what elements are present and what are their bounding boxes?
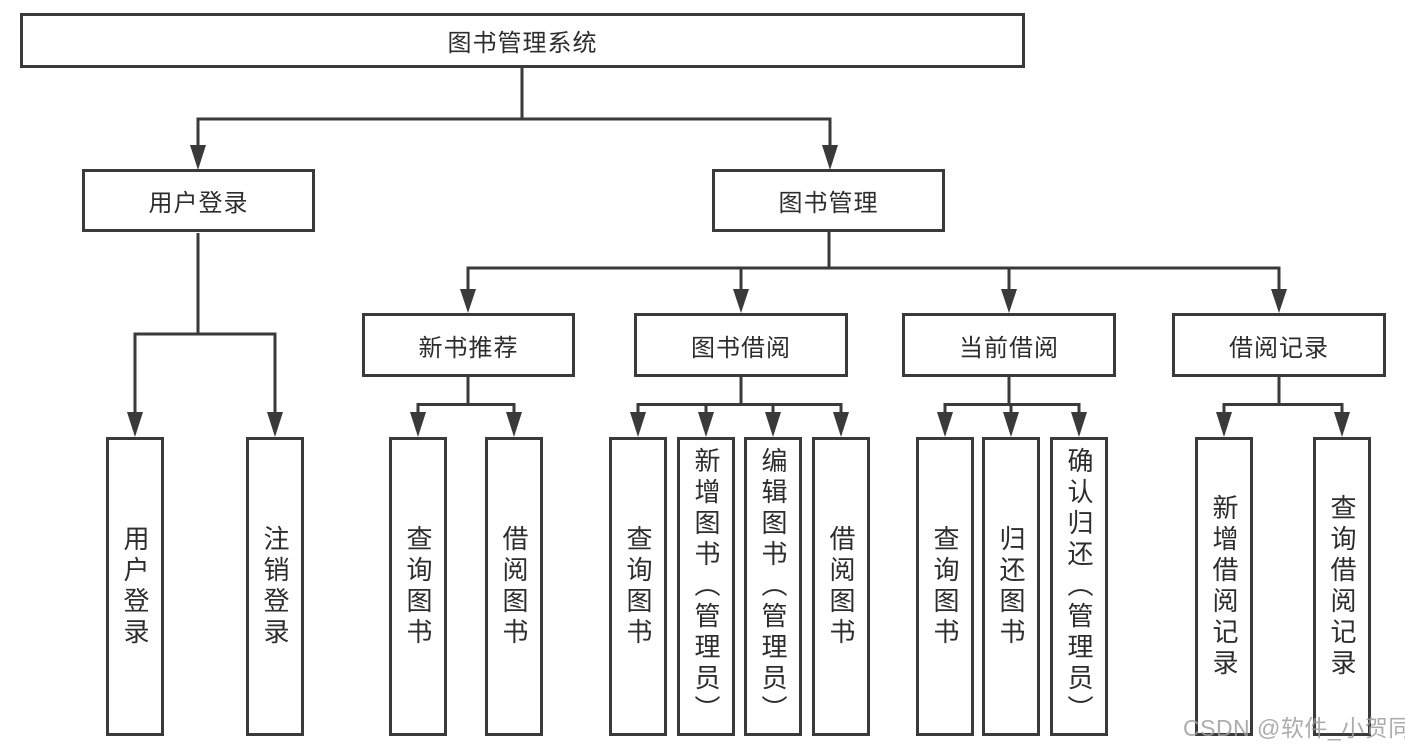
node-new-book-recommend: 新书推荐 <box>362 313 575 377</box>
arrowheads <box>127 145 1350 437</box>
leaf-query-borrow-record-label: 查询借阅记录 <box>1327 493 1357 680</box>
leaf-add-borrow-record: 新增借阅记录 <box>1195 437 1253 736</box>
node-borrow-records: 借阅记录 <box>1172 313 1386 377</box>
leaf-return-book-label: 归还图书 <box>996 524 1026 649</box>
node-book-borrow-label: 图书借阅 <box>691 334 791 362</box>
node-current-borrow: 当前借阅 <box>902 313 1116 377</box>
leaf-current-query-book: 查询图书 <box>916 437 974 736</box>
leaf-query-borrow-record: 查询借阅记录 <box>1313 437 1371 736</box>
leaf-user-login-label: 用户登录 <box>120 524 150 649</box>
leaf-add-book-admin: 新增图书（管理员） <box>677 437 735 736</box>
node-new-book-recommend-label: 新书推荐 <box>418 334 519 362</box>
leaf-borrow-query-book-label: 查询图书 <box>623 524 653 649</box>
node-current-borrow-label: 当前借阅 <box>959 334 1059 362</box>
node-book-management-label: 图书管理 <box>778 190 879 217</box>
leaf-recommend-borrow-book-label: 借阅图书 <box>499 524 529 649</box>
leaf-logout-label: 注销登录 <box>260 524 290 649</box>
leaf-add-book-admin-label: 新增图书（管理员） <box>691 447 721 726</box>
leaf-return-book: 归还图书 <box>982 437 1040 736</box>
leaf-recommend-query-book-label: 查询图书 <box>403 524 433 649</box>
node-user-login: 用户登录 <box>82 169 315 232</box>
node-book-borrow: 图书借阅 <box>634 313 848 377</box>
leaf-confirm-return-admin-label: 确认归还（管理员） <box>1064 447 1094 726</box>
leaf-borrow-book: 借阅图书 <box>812 437 870 736</box>
leaf-recommend-borrow-book: 借阅图书 <box>485 437 543 736</box>
node-root-label: 图书管理系统 <box>447 30 598 57</box>
node-book-management: 图书管理 <box>712 169 945 232</box>
leaf-add-borrow-record-label: 新增借阅记录 <box>1209 493 1239 680</box>
leaf-user-login: 用户登录 <box>106 437 164 736</box>
node-borrow-records-label: 借阅记录 <box>1229 334 1329 362</box>
leaf-borrow-book-label: 借阅图书 <box>826 524 856 649</box>
leaf-confirm-return-admin: 确认归还（管理员） <box>1050 437 1108 736</box>
csdn-watermark: CSDN @软件_小贺同学 <box>1183 715 1405 741</box>
leaf-edit-book-admin: 编辑图书（管理员） <box>744 437 802 736</box>
leaf-edit-book-admin-label: 编辑图书（管理员） <box>758 447 788 726</box>
leaf-borrow-query-book: 查询图书 <box>609 437 667 736</box>
leaf-current-query-book-label: 查询图书 <box>930 524 960 649</box>
node-user-login-label: 用户登录 <box>148 190 249 217</box>
leaf-recommend-query-book: 查询图书 <box>389 437 447 736</box>
node-root: 图书管理系统 <box>20 13 1025 68</box>
leaf-logout: 注销登录 <box>246 437 304 736</box>
